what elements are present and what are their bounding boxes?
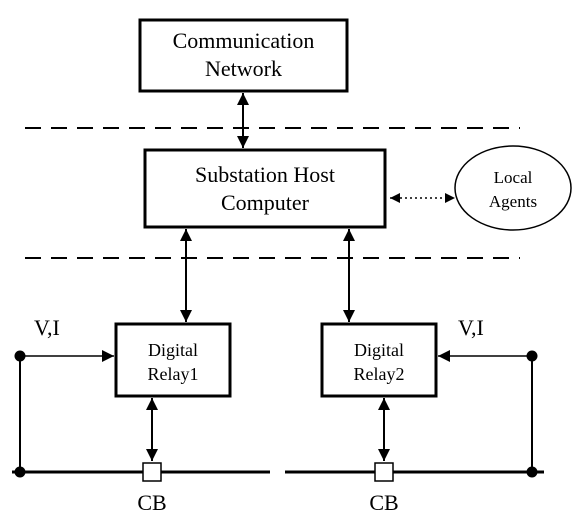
relay2-label-line1: Digital xyxy=(354,340,404,360)
agents-label-line1: Local xyxy=(494,168,533,187)
communication-network-box: Communication Network xyxy=(138,18,349,93)
agents-label-line2: Agents xyxy=(489,192,537,211)
right-vi-label: V,I xyxy=(458,315,484,340)
host-label-line2: Computer xyxy=(221,190,310,215)
local-agents-ellipse: Local Agents xyxy=(454,145,572,231)
cb-left-label: CB xyxy=(137,490,166,515)
network-label-line1: Communication xyxy=(173,28,315,53)
digital-relay1-box: Digital Relay1 xyxy=(114,322,232,398)
relay1-label-line1: Digital xyxy=(148,340,198,360)
left-measurement-circuit: V,I xyxy=(14,315,114,478)
network-label-line2: Network xyxy=(205,56,282,81)
relay1-label-line2: Relay1 xyxy=(148,364,199,384)
host-label-line1: Substation Host xyxy=(195,162,335,187)
circuit-breaker-left xyxy=(142,462,162,482)
digital-relay2-box: Digital Relay2 xyxy=(320,322,438,398)
relay2-label-line2: Relay2 xyxy=(354,364,405,384)
left-vi-label: V,I xyxy=(34,315,60,340)
right-measurement-circuit: V,I xyxy=(438,315,538,478)
circuit-breaker-right xyxy=(374,462,394,482)
cb-right-label: CB xyxy=(369,490,398,515)
substation-host-box: Substation Host Computer xyxy=(143,148,387,229)
